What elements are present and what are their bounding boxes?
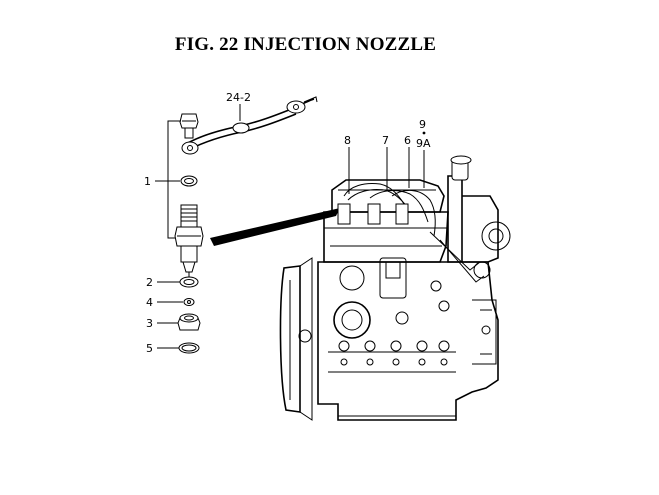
callout-6: 6	[404, 134, 411, 147]
callout-1: 1	[144, 175, 151, 188]
nozzle-holder-nut-3	[177, 313, 201, 331]
callout-4: 4	[146, 296, 153, 309]
callout-5: 5	[146, 342, 153, 355]
figure-title: FIG. 22 INJECTION NOZZLE	[174, 34, 437, 55]
seal-ring-2	[179, 276, 199, 288]
callout-3: 3	[146, 317, 153, 330]
washer-4	[183, 298, 195, 306]
engine-assembly	[279, 155, 511, 421]
callout-9: 9	[419, 118, 426, 131]
callout-2: 2	[146, 276, 153, 289]
callout-7: 7	[382, 134, 389, 147]
pointer-arrow	[210, 208, 340, 246]
injection-nozzle	[174, 204, 204, 277]
banjo-bolt	[179, 113, 199, 139]
callout-9A: 9A	[416, 137, 431, 150]
gasket-1	[180, 175, 198, 187]
leak-off-pipe	[181, 96, 318, 155]
bracket-line	[167, 120, 181, 239]
callout-24-2: 24-2	[226, 91, 251, 104]
callout-8: 8	[344, 134, 351, 147]
